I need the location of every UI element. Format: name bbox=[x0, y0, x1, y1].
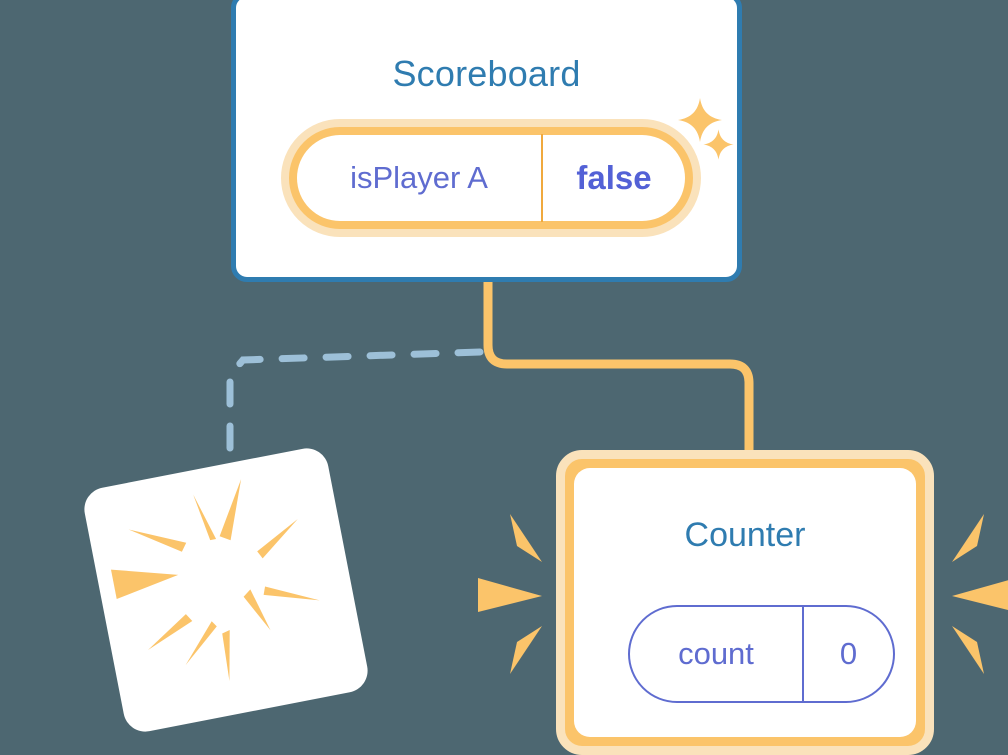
counter-property-pill[interactable]: count 0 bbox=[628, 605, 895, 703]
node-blank-card[interactable] bbox=[80, 444, 372, 736]
scoreboard-pill-divider bbox=[541, 134, 543, 222]
counter-property-value: 0 bbox=[839, 636, 858, 671]
node-counter[interactable]: Counter count 0 bbox=[556, 450, 934, 755]
counter-right-rays bbox=[952, 514, 1008, 674]
scoreboard-pill-inner: isPlayer A false bbox=[297, 134, 685, 222]
blank-card-burst-rays bbox=[110, 479, 320, 682]
scoreboard-property-key: isPlayer A bbox=[350, 160, 488, 195]
connector-scoreboard-to-counter[interactable] bbox=[483, 278, 754, 470]
sparkle-large-icon bbox=[678, 98, 722, 142]
node-scoreboard[interactable]: Scoreboard isPlayer A false bbox=[231, 0, 742, 282]
connector-scoreboard-to-blank-card[interactable] bbox=[226, 348, 484, 504]
scoreboard-property-value: false bbox=[576, 159, 652, 196]
counter-left-rays bbox=[478, 514, 542, 674]
counter-pill-divider bbox=[802, 606, 804, 702]
counter-card-surface: Counter count 0 bbox=[574, 468, 916, 737]
counter-title: Counter bbox=[684, 516, 806, 554]
scoreboard-title: Scoreboard bbox=[392, 53, 581, 94]
counter-property-key: count bbox=[678, 636, 754, 671]
scoreboard-property-pill[interactable]: isPlayer A false bbox=[281, 119, 701, 237]
sparkle-small-icon bbox=[703, 129, 734, 160]
